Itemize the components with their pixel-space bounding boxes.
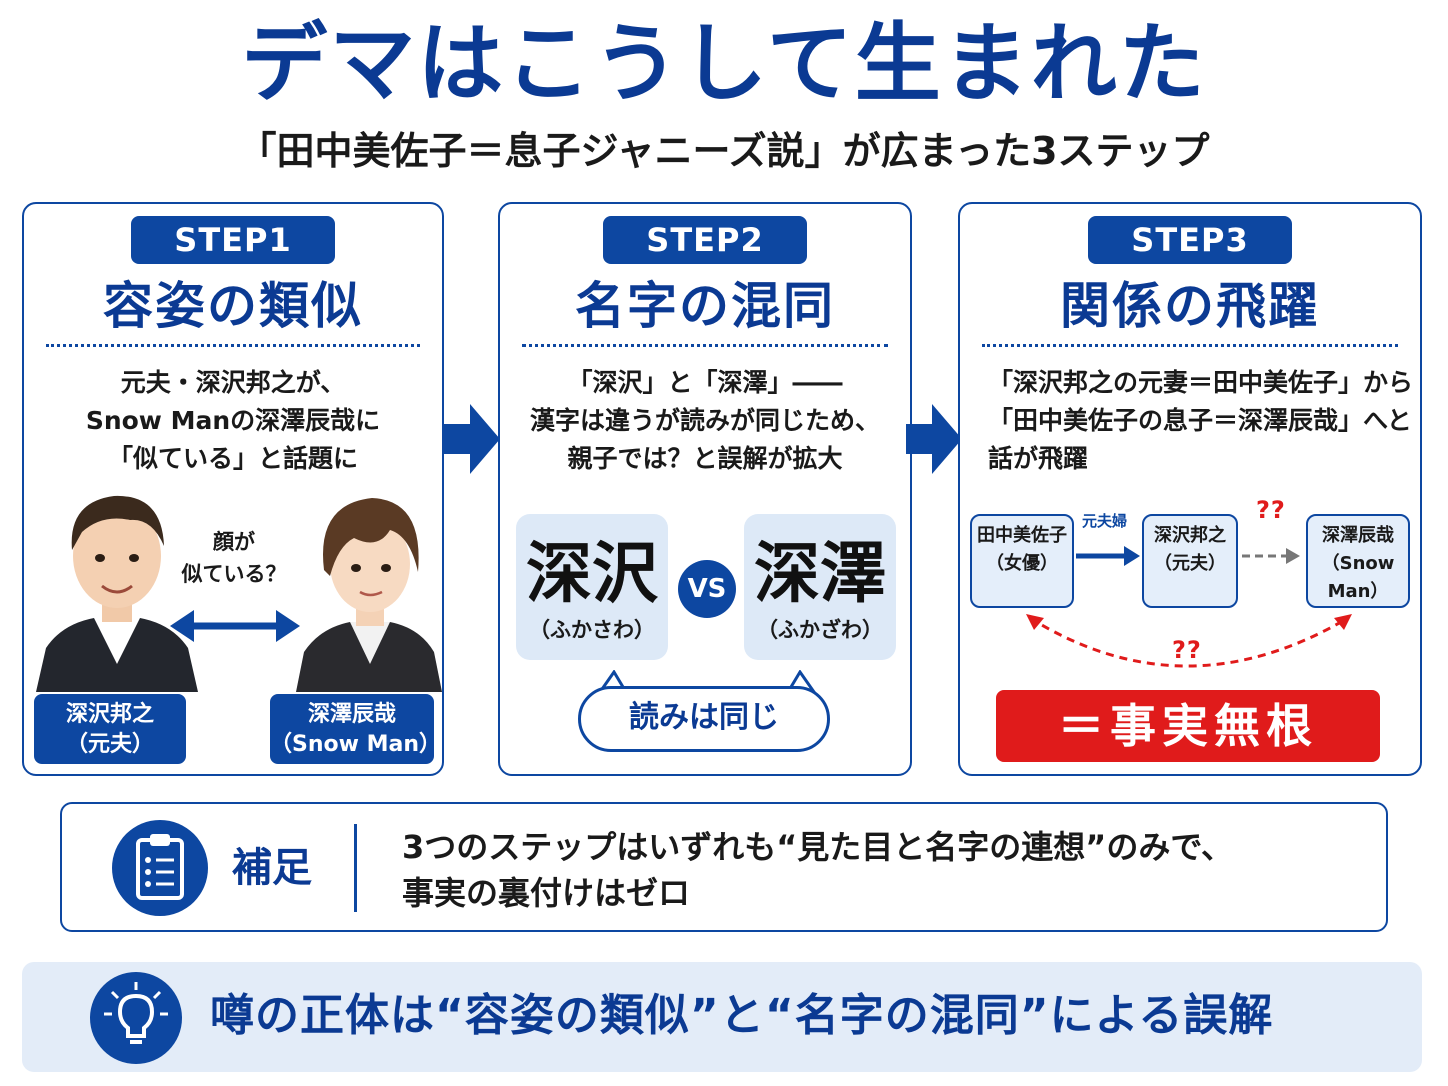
step2-title: 名字の混同 xyxy=(575,277,835,335)
question-marks-top: ?? xyxy=(1256,496,1286,524)
step3-badge: STEP3 xyxy=(1088,216,1292,264)
step3-description: 「深沢邦之の元妻＝田中美佐子」から 「田中美佐子の息子＝深澤辰哉」へと 話が飛躍 xyxy=(988,368,1414,473)
step1-panel: STEP1 容姿の類似 元夫・深沢邦之が、 Snow Manの深澤辰哉に 「似て… xyxy=(22,202,444,776)
supplement-divider xyxy=(354,824,357,912)
groundless-banner: ＝事実無根 xyxy=(996,690,1380,762)
step1-badge: STEP1 xyxy=(131,216,335,264)
kanji-card-left: 深沢 （ふかさわ） xyxy=(516,514,668,660)
relation-arrows xyxy=(1026,546,1352,668)
kanji-card-right: 深澤 （ふかざわ） xyxy=(744,514,896,660)
vs-badge: VS xyxy=(678,560,736,618)
same-reading-bubble: 読みは同じ xyxy=(578,686,830,752)
name-tag-right: 深澤辰哉 （Snow Man） xyxy=(270,694,441,764)
step1-description: 元夫・深沢邦之が、 Snow Manの深澤辰哉に 「似ている」と話題に xyxy=(85,368,381,473)
supplement-box: 補足 3つのステップはいずれも“見た目と名字の連想”のみで、 事実の裏付けはゼロ xyxy=(60,802,1388,932)
node-fukasawa: 深沢邦之 （元夫） xyxy=(1142,514,1238,608)
ex-couple-label: 元夫婦 xyxy=(1082,512,1128,530)
node-fukazawa: 深澤辰哉 （Snow Man） xyxy=(1306,514,1410,608)
step2-divider xyxy=(522,344,888,347)
lightbulb-icon xyxy=(90,972,182,1064)
step2-panel: STEP2 名字の混同 「深沢」と「深澤」―― 漢字は違うが読みが同じため、 親… xyxy=(498,202,912,776)
node-tanaka: 田中美佐子 （女優） xyxy=(970,514,1074,608)
step2-badge: STEP2 xyxy=(603,216,807,264)
person-left-illustration xyxy=(36,495,198,692)
double-arrow-icon xyxy=(170,610,300,642)
step1-divider xyxy=(46,344,420,347)
page-title: デマはこうして生まれた xyxy=(241,14,1207,114)
conclusion-banner: 噂の正体は“容姿の類似”と“名字の混同”による誤解 xyxy=(22,962,1422,1072)
step3-divider xyxy=(982,344,1398,347)
step3-title: 関係の飛躍 xyxy=(1060,277,1320,335)
name-tag-left: 深沢邦之 （元夫） xyxy=(34,694,186,764)
person-right-illustration xyxy=(296,498,442,692)
step1-title: 容姿の類似 xyxy=(103,277,363,335)
step-arrow-icon xyxy=(906,404,962,474)
page-subtitle: 「田中美佐子＝息子ジャニーズ説」が広まった3ステップ xyxy=(238,129,1210,173)
clipboard-icon xyxy=(112,820,208,916)
step3-panel: STEP3 関係の飛躍 「深沢邦之の元妻＝田中美佐子」から 「田中美佐子の息子＝… xyxy=(958,202,1422,776)
step-arrow-icon xyxy=(444,404,500,474)
face-similar-note: 顔が 似ている？ xyxy=(181,530,287,586)
conclusion-text: 噂の正体は“容姿の類似”と“名字の混同”による誤解 xyxy=(210,990,1274,1041)
supplement-label: 補足 xyxy=(232,845,312,891)
supplement-text: 3つのステップはいずれも“見た目と名字の連想”のみで、 事実の裏付けはゼロ xyxy=(402,828,1234,912)
question-marks-bottom: ?? xyxy=(1172,636,1202,664)
step2-description: 「深沢」と「深澤」―― 漢字は違うが読みが同じため、 親子では？と誤解が拡大 xyxy=(529,368,880,473)
